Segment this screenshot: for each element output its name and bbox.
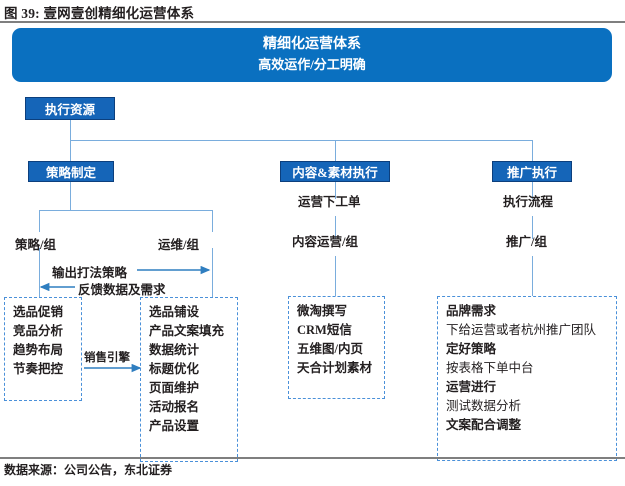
list-item: 产品文案填充	[149, 324, 225, 338]
box-strategy-items: 选品促销 竞品分析 趋势布局 节奏把控	[4, 297, 82, 401]
connector-content-b	[335, 216, 337, 239]
list-item: 产品设置	[149, 419, 200, 433]
list-item: 数据统计	[149, 343, 200, 357]
node-strategy[interactable]: 策略制定	[28, 161, 114, 182]
figure-title: 图 39: 壹网壹创精细化运营体系	[4, 6, 195, 21]
list-item: 运营进行	[446, 380, 497, 394]
list-item: 五维图/内页	[297, 342, 363, 356]
list-item: 页面维护	[149, 381, 200, 395]
list-item: 选品促销	[13, 305, 64, 319]
connector-content-c	[335, 256, 337, 296]
connector-main-bus	[70, 140, 533, 142]
list-item: 微淘撰写	[297, 304, 348, 318]
label-content-ops-group: 内容运营/组	[292, 235, 358, 249]
node-promotion-label: 推广执行	[506, 166, 557, 180]
connector-strategy-down	[70, 182, 72, 210]
node-content-material[interactable]: 内容&素材执行	[280, 161, 390, 182]
label-promotion-group: 推广/组	[506, 235, 547, 249]
connector-drop-strategy	[70, 140, 72, 161]
connector-promotion-b	[532, 216, 534, 239]
list-item: 竞品分析	[13, 324, 64, 338]
connector-strategy-right-down	[212, 248, 214, 297]
list-item: 活动报名	[149, 400, 200, 414]
label-feedback-data: 反馈数据及需求	[78, 283, 166, 297]
label-strategy-group: 策略/组	[15, 238, 56, 252]
connector-strategy-left	[39, 210, 41, 232]
banner-line-1: 精细化运营体系	[263, 37, 361, 52]
node-content-material-label: 内容&素材执行	[292, 166, 378, 180]
node-promotion[interactable]: 推广执行	[492, 161, 572, 182]
node-strategy-label: 策略制定	[45, 166, 96, 180]
label-output-strategy: 输出打法策略	[52, 266, 128, 280]
connector-root-down	[70, 120, 72, 140]
list-item: 测试数据分析	[446, 399, 522, 413]
list-item: 定好策略	[446, 342, 497, 356]
list-item: 选品铺设	[149, 305, 200, 319]
connector-drop-promotion	[532, 140, 534, 161]
list-item: 标题优化	[149, 362, 200, 376]
source-note: 数据来源：公司公告，东北证券	[4, 463, 173, 477]
box-content-items: 微淘撰写 CRM短信 五维图/内页 天合计划素材	[288, 296, 385, 399]
connector-strategy-bus	[39, 210, 213, 212]
connector-strategy-left-down	[39, 248, 41, 297]
label-content-work-order: 运营下工单	[298, 195, 361, 209]
connector-promotion-a	[532, 182, 534, 199]
list-item: 文案配合调整	[446, 418, 522, 432]
label-sales-engine: 销售引擎	[84, 352, 130, 364]
list-item: CRM短信	[297, 323, 352, 337]
banner-line-2: 高效运作/分工明确	[258, 57, 366, 72]
arrow-layer	[39, 265, 211, 373]
title-divider	[0, 21, 625, 23]
list-item: 下给运营或者杭州推广团队	[446, 323, 597, 337]
box-promotion-items: 品牌需求 下给运营或者杭州推广团队 定好策略 按表格下单中台 运营进行 测试数据…	[437, 296, 617, 461]
connector-drop-content	[335, 140, 337, 161]
header-banner: 精细化运营体系 高效运作/分工明确	[12, 28, 612, 82]
label-promotion-process: 执行流程	[503, 195, 554, 209]
list-item: 节奏把控	[13, 362, 64, 376]
list-item: 天合计划素材	[297, 361, 373, 375]
list-item: 按表格下单中台	[446, 361, 534, 375]
diagram-canvas: 精细化运营体系 高效运作/分工明确 执行资源 策略制定 内容&素材执行 推广执行…	[0, 23, 625, 462]
connector-content-a	[335, 182, 337, 199]
box-ops-items: 选品铺设 产品文案填充 数据统计 标题优化 页面维护 活动报名 产品设置	[140, 297, 238, 462]
label-ops-group: 运维/组	[158, 238, 199, 252]
list-item: 趋势布局	[13, 343, 64, 357]
list-item: 品牌需求	[446, 304, 497, 318]
footer-divider	[0, 457, 625, 459]
node-execution-resource-label: 执行资源	[44, 103, 95, 117]
connector-promotion-c	[532, 256, 534, 296]
node-execution-resource[interactable]: 执行资源	[25, 97, 115, 120]
connector-strategy-right	[212, 210, 214, 232]
